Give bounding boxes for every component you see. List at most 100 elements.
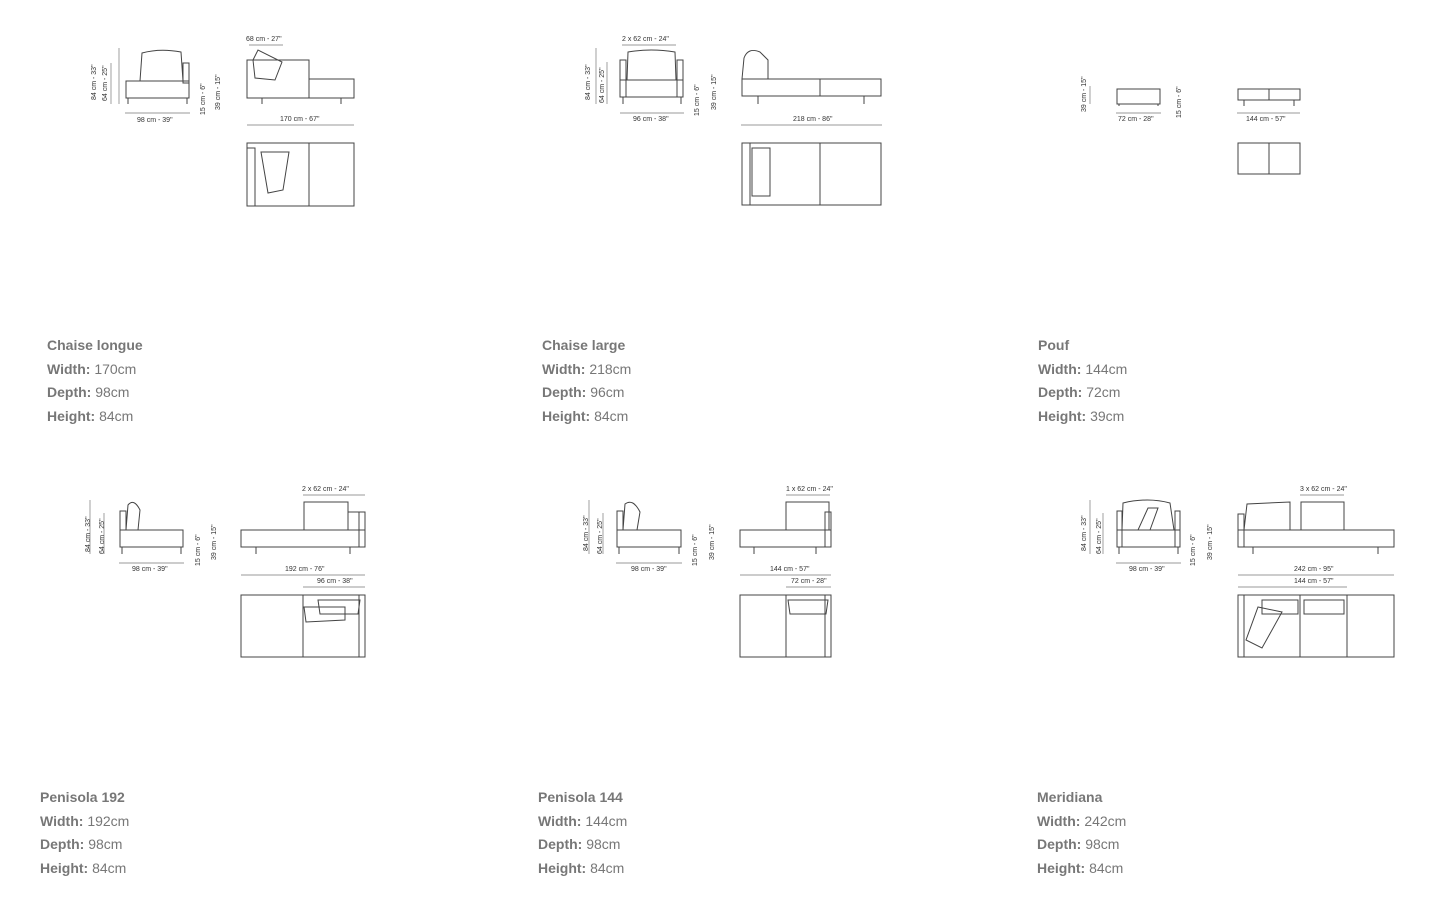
plan-view	[246, 142, 355, 207]
product-name: Chaise longue	[47, 337, 143, 353]
height-label: Height:	[40, 859, 89, 876]
dim-leg: 15 cm - 6"	[692, 534, 699, 566]
dim-h-seat-back: 64 cm - 25"	[599, 67, 606, 103]
side-view	[125, 49, 190, 104]
product-name: Penisola 192	[40, 789, 125, 805]
dim-width: 242 cm - 95"	[1294, 566, 1334, 573]
dim-seat: 39 cm - 15"	[1207, 524, 1214, 560]
drawing-penisola-192: 84 cm - 33" 64 cm - 25" 98 cm - 39" 15 c…	[85, 486, 366, 658]
drawing-pouf: 39 cm - 15" 72 cm - 28" 15 cm - 6" 144 c…	[1081, 76, 1301, 175]
width-value: 144cm	[585, 812, 628, 829]
dim-depth: 98 cm - 39"	[631, 566, 667, 573]
product-name: Pouf	[1038, 337, 1070, 353]
depth-label: Depth:	[1037, 836, 1082, 852]
front-view	[246, 49, 355, 104]
dim-width: 218 cm - 86"	[793, 116, 833, 123]
dim-depth: 98 cm - 39"	[137, 117, 173, 124]
height-label: Height:	[538, 859, 587, 876]
front-view	[739, 501, 832, 554]
plan-view	[240, 594, 366, 658]
depth-label: Depth:	[542, 384, 587, 400]
depth-label: Depth:	[47, 384, 92, 400]
drawing-chaise-longue: 84 cm - 33" 64 cm - 25" 98 cm - 39" 15 c…	[91, 36, 355, 207]
side-view	[1116, 499, 1181, 554]
plan-view	[1237, 142, 1301, 175]
depth-value: 72cm	[1086, 384, 1121, 400]
height-label: Height:	[542, 407, 591, 424]
dim-leg: 15 cm - 6"	[1176, 86, 1183, 118]
side-view	[619, 49, 684, 104]
drawing-chaise-large: 2 x 62 cm - 24" 84 cm - 33" 64 cm - 25" …	[585, 36, 882, 206]
spec-penisola-192: Penisola 192 Width: 192cm Depth: 98cm He…	[40, 786, 129, 880]
dim-h-total: 84 cm - 33"	[85, 516, 92, 552]
height-value: 39cm	[1090, 407, 1125, 424]
depth-value: 98cm	[1085, 836, 1120, 852]
dim-depth: 98 cm - 39"	[1129, 566, 1165, 573]
height-label: Height:	[47, 407, 96, 424]
side-view	[1116, 88, 1161, 106]
front-view	[240, 501, 366, 554]
width-label: Width:	[40, 812, 84, 829]
dim-width: 170 cm - 67"	[280, 116, 320, 123]
spec-chaise-longue: Chaise longue Width: 170cm Depth: 98cm H…	[47, 334, 143, 428]
depth-value: 98cm	[95, 384, 130, 400]
dim-cushion: 3 x 62 cm - 24"	[1300, 486, 1347, 493]
product-name: Meridiana	[1037, 789, 1103, 805]
dim-cushion: 1 x 62 cm - 24"	[786, 486, 833, 493]
product-name: Chaise large	[542, 337, 626, 353]
dim-sub: 72 cm - 28"	[791, 578, 827, 585]
plan-view	[739, 594, 832, 658]
dim-sub: 96 cm - 38"	[317, 578, 353, 585]
height-value: 84cm	[590, 859, 625, 876]
dim-width: 144 cm - 57"	[1246, 116, 1286, 123]
dim-sub: 144 cm - 57"	[1294, 578, 1334, 585]
front-view	[741, 50, 882, 104]
dim-cushion: 2 x 62 cm - 24"	[302, 486, 349, 493]
product-name: Penisola 144	[538, 789, 623, 805]
width-value: 242cm	[1084, 812, 1127, 829]
dim-depth: 98 cm - 39"	[132, 566, 168, 573]
front-view	[1237, 501, 1395, 554]
dim-cushion: 68 cm - 27"	[246, 36, 282, 43]
height-value: 84cm	[594, 407, 629, 424]
width-label: Width:	[1038, 360, 1082, 377]
depth-label: Depth:	[1038, 384, 1083, 400]
dim-h-seat-back: 64 cm - 25"	[597, 518, 604, 554]
spec-pouf: Pouf Width: 144cm Depth: 72cm Height: 39…	[1038, 334, 1127, 428]
width-value: 218cm	[589, 360, 632, 377]
front-view	[1237, 88, 1301, 106]
depth-value: 96cm	[590, 384, 625, 400]
depth-label: Depth:	[40, 836, 85, 852]
height-value: 84cm	[92, 859, 127, 876]
dim-width: 144 cm - 57"	[770, 566, 810, 573]
height-label: Height:	[1038, 407, 1087, 424]
side-view	[119, 501, 184, 554]
dim-h-total: 84 cm - 33"	[1081, 515, 1088, 551]
depth-label: Depth:	[538, 836, 583, 852]
height-value: 84cm	[1089, 859, 1124, 876]
dim-seat: 39 cm - 15"	[709, 524, 716, 560]
dim-seat: 39 cm - 15"	[711, 74, 718, 110]
dim-h-total: 84 cm - 33"	[585, 64, 592, 100]
width-label: Width:	[538, 812, 582, 829]
height-label: Height:	[1037, 859, 1086, 876]
dim-seat: 39 cm - 15"	[1081, 76, 1088, 112]
dim-depth: 72 cm - 28"	[1118, 116, 1154, 123]
dim-h-total: 84 cm - 33"	[583, 515, 590, 551]
depth-value: 98cm	[88, 836, 123, 852]
dim-seat: 39 cm - 15"	[215, 74, 222, 110]
spec-penisola-144: Penisola 144 Width: 144cm Depth: 98cm He…	[538, 786, 627, 880]
width-value: 144cm	[1085, 360, 1128, 377]
dim-depth: 96 cm - 38"	[633, 116, 669, 123]
width-label: Width:	[47, 360, 91, 377]
drawing-penisola-144: 84 cm - 33" 64 cm - 25" 98 cm - 39" 15 c…	[583, 486, 833, 658]
dim-seat: 39 cm - 15"	[211, 524, 218, 560]
height-value: 84cm	[99, 407, 134, 424]
plan-view	[741, 142, 882, 206]
dim-leg: 15 cm - 6"	[1190, 534, 1197, 566]
spec-meridiana: Meridiana Width: 242cm Depth: 98cm Heigh…	[1037, 786, 1126, 880]
plan-view	[1237, 594, 1395, 658]
width-value: 192cm	[87, 812, 130, 829]
dim-h-seat-back: 64 cm - 25"	[102, 65, 109, 101]
